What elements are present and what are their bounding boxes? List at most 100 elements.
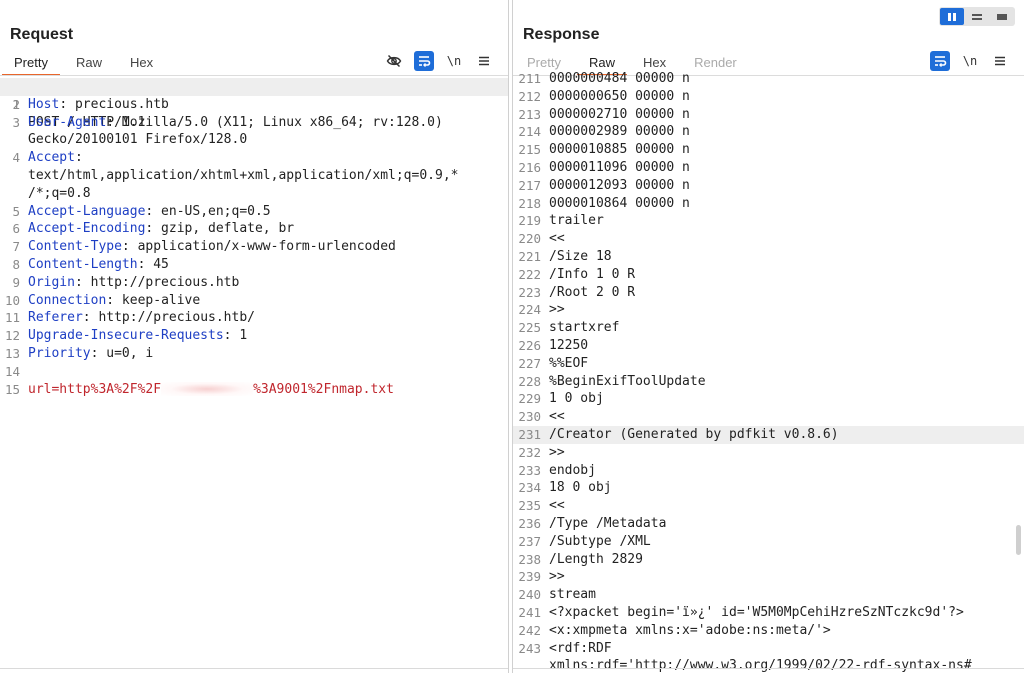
line-number: 239 xyxy=(518,569,541,585)
response-line: 222/Info 1 0 R xyxy=(513,266,1024,284)
response-line-text: 0000010885 00000 n xyxy=(549,142,690,158)
response-line-text: /Type /Metadata xyxy=(549,515,667,531)
line-number: 231 xyxy=(518,426,541,442)
request-tab-pretty[interactable]: Pretty xyxy=(0,54,62,76)
line-number: 241 xyxy=(518,604,541,620)
response-line-text: 0000011096 00000 n xyxy=(549,159,690,175)
response-tab-render[interactable]: Render xyxy=(694,55,737,70)
header-value: : http://precious.htb/ xyxy=(82,310,255,326)
line-number: 211 xyxy=(518,71,541,86)
header-value: : keep-alive xyxy=(106,292,201,308)
line-number: 233 xyxy=(518,462,541,478)
response-line: 238/Length 2829 xyxy=(513,551,1024,569)
line-number: 217 xyxy=(518,177,541,193)
header-value: : Mozilla/5.0 (X11; Linux x86_64; rv:128… xyxy=(106,114,443,130)
split-vertical-icon[interactable] xyxy=(965,8,989,25)
line-number: 1 xyxy=(12,96,20,112)
header-value: : 1 xyxy=(223,328,248,344)
response-title: Response xyxy=(523,26,600,43)
newline-toggle[interactable]: \n xyxy=(962,54,978,68)
line-number: 10 xyxy=(4,292,20,308)
response-line-text: <rdf:RDF xyxy=(549,640,612,656)
response-line: 215 0000010885 00000 n xyxy=(513,141,1024,159)
header-value: : application/x-www-form-urlencoded xyxy=(121,239,396,255)
request-line: 1 POST / HTTP/1.1 xyxy=(0,78,508,130)
line-number: 227 xyxy=(518,355,541,371)
tab-divider xyxy=(0,75,508,76)
request-line: 14 xyxy=(0,363,508,381)
header-name: Origin xyxy=(28,274,75,290)
line-number: 15 xyxy=(4,381,20,397)
response-line-text: %%EOF xyxy=(549,355,589,371)
response-line: 231/Creator (Generated by pdfkit v0.8.6) xyxy=(513,425,1024,444)
response-line-text: /Creator (Generated by pdfkit v0.8.6) xyxy=(549,426,839,442)
line-number: 2 xyxy=(12,96,20,112)
line-number: 215 xyxy=(518,142,541,158)
newline-toggle[interactable]: \n xyxy=(446,54,462,68)
header-name: Priority xyxy=(28,345,91,361)
response-tab-pretty[interactable]: Pretty xyxy=(527,55,561,70)
response-line-text: << xyxy=(549,409,565,425)
header-value: : xyxy=(74,150,83,166)
response-line: 230<< xyxy=(513,408,1024,426)
response-line-text: >> xyxy=(549,302,565,318)
line-number: 14 xyxy=(4,363,20,379)
line-number: 5 xyxy=(12,203,20,219)
response-line-text: startxref xyxy=(549,320,620,336)
response-line: 223/Root 2 0 R xyxy=(513,284,1024,302)
line-number: 242 xyxy=(518,622,541,638)
request-title: Request xyxy=(10,26,74,43)
header-name: Accept-Encoding xyxy=(28,221,146,237)
response-line: 235<< xyxy=(513,497,1024,515)
scrollbar-thumb[interactable] xyxy=(1016,525,1021,555)
single-pane-icon[interactable] xyxy=(990,8,1014,25)
line-number: 7 xyxy=(12,239,20,255)
header-name: Upgrade-Insecure-Requests xyxy=(28,328,224,344)
line-number: 212 xyxy=(518,88,541,104)
request-line: /*;q=0.8 xyxy=(0,185,508,203)
line-number: 228 xyxy=(518,373,541,389)
request-tab-raw[interactable]: Raw xyxy=(75,55,102,70)
response-line-text: /Info 1 0 R xyxy=(549,266,636,282)
split-horizontal-icon[interactable] xyxy=(940,8,964,25)
response-line-text: >> xyxy=(549,444,565,460)
eye-off-icon[interactable] xyxy=(384,51,404,71)
response-tab-hex[interactable]: Hex xyxy=(642,55,667,70)
wrap-lines-icon[interactable] xyxy=(930,51,950,71)
response-line-text: >> xyxy=(549,569,565,585)
response-line-text: << xyxy=(549,498,565,514)
request-tab-hex[interactable]: Hex xyxy=(129,55,154,70)
request-line-text: text/html,application/xhtml+xml,applicat… xyxy=(28,167,459,183)
line-number: 220 xyxy=(518,231,541,247)
response-line-text: stream xyxy=(549,587,596,603)
line-number: 216 xyxy=(518,159,541,175)
hamburger-menu-icon[interactable] xyxy=(474,51,494,71)
wrap-lines-icon[interactable] xyxy=(414,51,434,71)
response-line: 243<rdf:RDF xyxy=(513,640,1024,658)
header-name: User-Agent xyxy=(28,114,107,130)
response-line-text: 12250 xyxy=(549,337,589,353)
line-number: 238 xyxy=(518,551,541,567)
hamburger-menu-icon[interactable] xyxy=(990,51,1010,71)
line-number: 234 xyxy=(518,480,541,496)
response-line-text: /Root 2 0 R xyxy=(549,284,636,300)
body-param-end: %3A9001%2Fnmap.txt xyxy=(253,381,394,397)
header-value: : http://precious.htb xyxy=(74,274,240,290)
header-value: : en-US,en;q=0.5 xyxy=(145,203,271,219)
response-line-text: /Subtype /XML xyxy=(549,533,651,549)
